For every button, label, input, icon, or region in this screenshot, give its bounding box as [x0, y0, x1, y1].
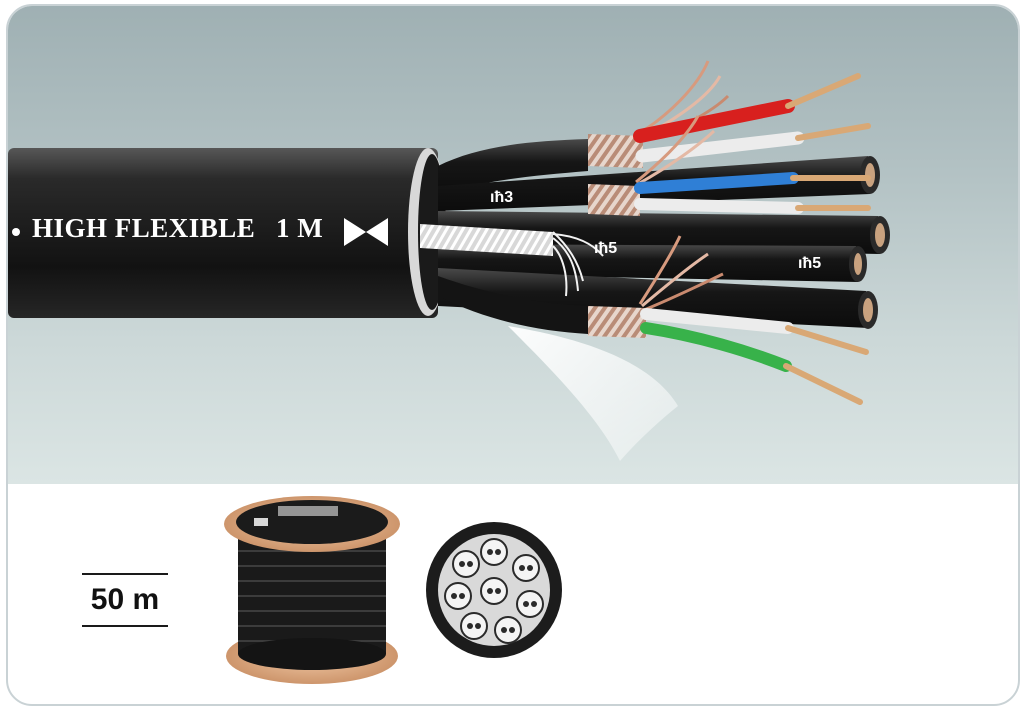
jacket-dot — [12, 228, 20, 236]
pair-blue-white — [588, 115, 871, 216]
cable-print-text: HIGH FLEXIBLE — [32, 213, 256, 243]
cable-cross-section — [426, 522, 562, 658]
spool-length-label: 50 m — [82, 573, 168, 627]
core-marking: ıħ5 — [798, 255, 821, 272]
core-marking: ıħ3 — [490, 189, 513, 206]
cable-spool — [224, 496, 400, 684]
product-thumbnails — [224, 496, 562, 684]
cable-illustration: ıħ3 ıħ5 ıħ5 — [8, 60, 890, 461]
core-marking: ıħ5 — [594, 240, 617, 257]
pair-white-green — [588, 235, 869, 405]
bowtie-icon — [344, 218, 388, 246]
cable-length-mark: 1 M — [276, 213, 324, 243]
white-filler-strand — [420, 224, 604, 297]
foil-wrap — [508, 326, 678, 461]
cable-jacket — [8, 148, 438, 318]
product-frame: ıħ3 ıħ5 ıħ5 HIGH FLEXIBLE 1 M — [6, 4, 1020, 706]
